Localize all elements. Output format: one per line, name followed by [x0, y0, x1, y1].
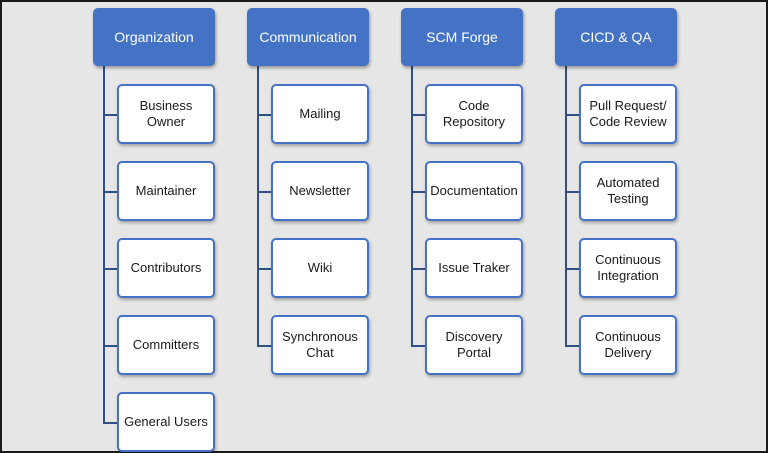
connector-branch: [411, 114, 425, 116]
diagram-node: Continuous Integration: [579, 238, 677, 298]
connector-branch: [257, 268, 271, 270]
diagram-node: Synchronous Chat: [271, 315, 369, 375]
diagram-node: Continuous Delivery: [579, 315, 677, 375]
connector-branch: [411, 191, 425, 193]
connector-branch: [103, 114, 117, 116]
connector-branch: [103, 422, 117, 424]
diagram-node: Code Repository: [425, 84, 523, 144]
diagram-node: Committers: [117, 315, 215, 375]
diagram-node: Maintainer: [117, 161, 215, 221]
diagram-node: Mailing: [271, 84, 369, 144]
connector-branch: [103, 345, 117, 347]
connector-trunk: [565, 66, 567, 346]
diagram-node: Newsletter: [271, 161, 369, 221]
diagram-node: Automated Testing: [579, 161, 677, 221]
column-header: Organization: [93, 8, 215, 66]
connector-trunk: [411, 66, 413, 346]
diagram-node: Discovery Portal: [425, 315, 523, 375]
connector-branch: [411, 268, 425, 270]
connector-branch: [103, 268, 117, 270]
diagram-node: Documentation: [425, 161, 523, 221]
connector-branch: [411, 345, 425, 347]
connector-branch: [257, 345, 271, 347]
diagram-node: Business Owner: [117, 84, 215, 144]
column-cicd-qa: CICD & QA Pull Request/ Code Review Auto…: [555, 8, 677, 448]
connector-branch: [565, 345, 579, 347]
diagram-node: General Users: [117, 392, 215, 452]
diagram-node: Wiki: [271, 238, 369, 298]
column-scm-forge: SCM Forge Code Repository Documentation …: [401, 8, 523, 448]
connector-branch: [565, 191, 579, 193]
column-organization: Organization Business Owner Maintainer C…: [93, 8, 215, 452]
connector-branch: [103, 191, 117, 193]
column-header: CICD & QA: [555, 8, 677, 66]
column-communication: Communication Mailing Newsletter Wiki Sy…: [247, 8, 369, 448]
connector-branch: [257, 114, 271, 116]
connector-branch: [257, 191, 271, 193]
connector-trunk: [257, 66, 259, 346]
diagram-node: Issue Traker: [425, 238, 523, 298]
column-header: SCM Forge: [401, 8, 523, 66]
connector-branch: [565, 268, 579, 270]
column-header: Communication: [247, 8, 369, 66]
connector-branch: [565, 114, 579, 116]
diagram-node: Pull Request/ Code Review: [579, 84, 677, 144]
diagram-node: Contributors: [117, 238, 215, 298]
connector-trunk: [103, 66, 105, 423]
